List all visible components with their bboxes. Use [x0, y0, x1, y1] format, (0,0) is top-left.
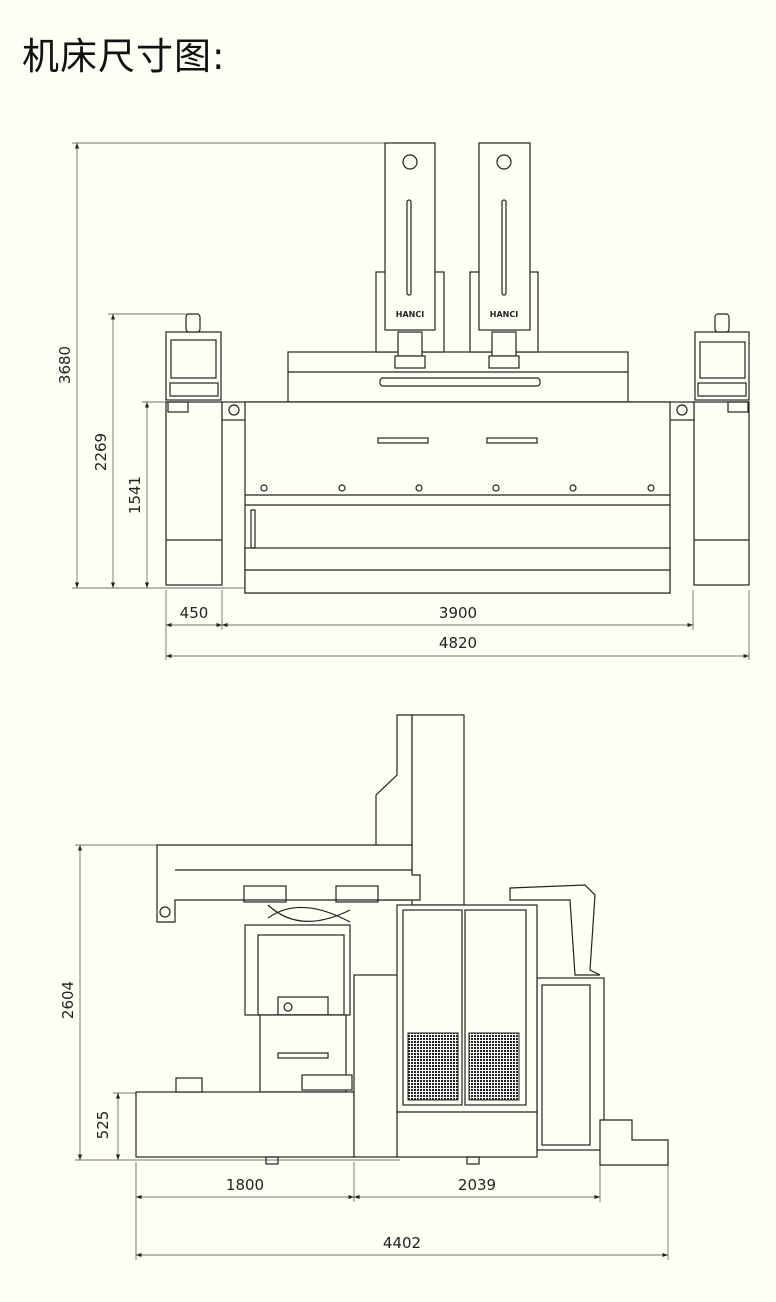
middle-block	[353, 974, 399, 1158]
dim-4402: 4402	[383, 1234, 421, 1252]
dim-2039: 2039	[458, 1176, 496, 1194]
brand-logo: HANCI	[490, 310, 518, 319]
dimension-lines	[74, 143, 749, 659]
dim-4820: 4820	[439, 634, 477, 652]
dim-525: 525	[94, 1111, 112, 1140]
dim-2604: 2604	[59, 981, 77, 1019]
dim-1800: 1800	[226, 1176, 264, 1194]
dim-3900: 3900	[439, 604, 477, 622]
spindle-head-2: HANCI	[469, 142, 539, 369]
head-assembly	[244, 924, 353, 1093]
page-title: 机床尺寸图:	[22, 35, 226, 78]
dimension-lines	[77, 845, 668, 1258]
carriage	[287, 351, 629, 403]
spindle-head-1: HANCI	[375, 142, 445, 369]
main-body	[221, 401, 695, 594]
left-control-cabinet	[165, 313, 223, 586]
extension-lines	[75, 844, 669, 1260]
rear-structure	[509, 884, 669, 1166]
dim-3680: 3680	[56, 346, 74, 384]
right-control-cabinet	[693, 313, 750, 586]
electrical-cabinet	[396, 904, 538, 1165]
dim-450: 450	[180, 604, 209, 622]
arm	[156, 844, 421, 923]
front-view: 3680 2269 1541 450 3900 4820	[56, 142, 750, 660]
side-view: 2604 525 1800 2039 4402	[59, 714, 669, 1260]
work-tank	[135, 1077, 355, 1165]
brand-logo: HANCI	[396, 310, 424, 319]
dim-1541: 1541	[126, 476, 144, 514]
dim-2269: 2269	[92, 433, 110, 471]
column	[411, 714, 465, 906]
